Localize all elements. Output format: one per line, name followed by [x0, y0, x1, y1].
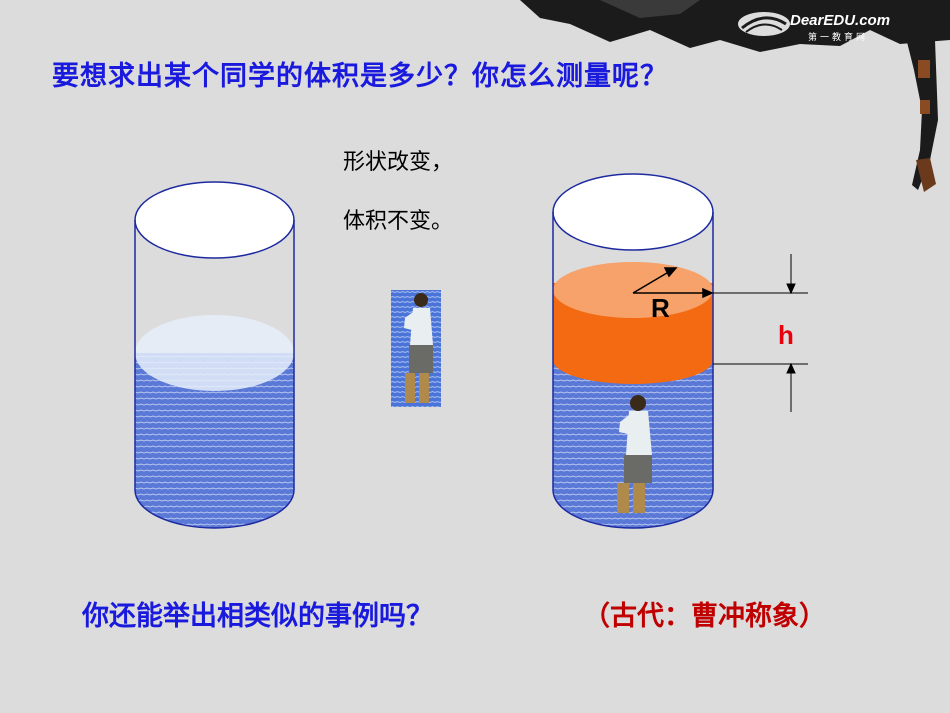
bottom-example-note: （古代：曹冲称象） — [583, 601, 826, 632]
height-dimension — [713, 254, 808, 412]
bottom-question: 你还能举出相类似的事例吗？ — [82, 601, 433, 632]
radius-label: R — [651, 293, 670, 323]
page-title: 要想求出某个同学的体积是多少？你怎么测量呢？ — [52, 61, 668, 92]
height-label: h — [778, 320, 794, 350]
dearedu-logo — [738, 12, 790, 36]
right-cylinder — [552, 173, 714, 529]
left-cylinder — [134, 181, 295, 529]
note-shape-changes: 形状改变， — [343, 150, 454, 175]
logo-subtitle: 第一教育网 — [808, 33, 869, 43]
ink-brush-decoration — [520, 0, 950, 192]
person-figure — [391, 290, 441, 407]
note-volume-unchanged: 体积不变。 — [343, 209, 454, 234]
logo-text: DearEDU.com — [790, 12, 891, 29]
person-figure-in-water — [617, 395, 652, 513]
radius-arrows — [632, 267, 714, 299]
